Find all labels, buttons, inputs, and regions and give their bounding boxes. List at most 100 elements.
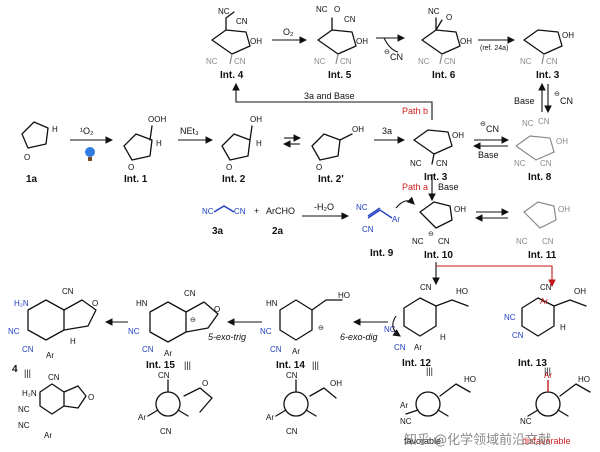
svg-text:CN: CN bbox=[234, 57, 246, 66]
label-2a: 2a bbox=[272, 226, 284, 237]
svg-text:CN: CN bbox=[420, 283, 432, 292]
svg-text:CN: CN bbox=[234, 207, 246, 216]
molecule-int2-prime: O OH bbox=[311, 125, 364, 172]
svg-text:CN: CN bbox=[158, 371, 170, 380]
svg-text:⊖: ⊖ bbox=[554, 91, 560, 98]
svg-text:|||: ||| bbox=[426, 366, 433, 376]
molecule-int2: O OH H bbox=[221, 115, 262, 172]
label-int15: Int. 15 bbox=[146, 360, 175, 371]
svg-text:Ar: Ar bbox=[46, 351, 54, 360]
svg-text:CN: CN bbox=[286, 371, 298, 380]
label-int8: Int. 8 bbox=[528, 172, 552, 183]
label-int2: Int. 2 bbox=[222, 174, 246, 185]
svg-text:HO: HO bbox=[338, 291, 350, 300]
cyclization-5-exo-trig: 5-exo-trig bbox=[208, 332, 246, 342]
svg-text:CN: CN bbox=[444, 57, 456, 66]
svg-text:CN: CN bbox=[394, 343, 406, 352]
label-int3-top: Int. 3 bbox=[536, 70, 560, 81]
label-int4: Int. 4 bbox=[220, 70, 244, 81]
svg-text:H: H bbox=[70, 337, 76, 346]
svg-text:CN: CN bbox=[560, 96, 573, 106]
molecule-4: H₂N CN NC CN Ar H O bbox=[8, 287, 98, 360]
svg-text:HN: HN bbox=[136, 299, 148, 308]
svg-text:NC: NC bbox=[412, 237, 424, 246]
svg-text:CN: CN bbox=[142, 345, 154, 354]
svg-text:H: H bbox=[440, 333, 446, 342]
newman-int14: CN Ar CN OH bbox=[266, 371, 342, 436]
reagent-3a-base: 3a and Base bbox=[304, 91, 355, 101]
path-a-label: Path a bbox=[402, 182, 428, 192]
newman-int13: Ar NC HO bbox=[520, 371, 591, 426]
cyclization-6-exo-dig: 6-exo-dig bbox=[340, 332, 378, 342]
svg-text:NC: NC bbox=[202, 207, 214, 216]
molecule-int12: CN HO NC CN Ar H bbox=[384, 283, 469, 352]
svg-text:NC: NC bbox=[218, 7, 230, 16]
svg-text:⊖: ⊖ bbox=[480, 121, 486, 128]
svg-text:|||: ||| bbox=[312, 360, 319, 370]
reagent-archo: ArCHO bbox=[266, 206, 295, 216]
label-int1: Int. 1 bbox=[124, 174, 148, 185]
svg-text:CN: CN bbox=[270, 345, 282, 354]
reagent-3a: 3a bbox=[382, 126, 392, 136]
reagent-o2: O₂ bbox=[283, 27, 294, 37]
svg-text:NC: NC bbox=[504, 313, 516, 322]
svg-text:OH: OH bbox=[574, 287, 586, 296]
svg-text:⊖: ⊖ bbox=[428, 231, 434, 238]
molecule-int1: O OOH H bbox=[123, 115, 166, 172]
svg-text:⊖: ⊖ bbox=[318, 325, 324, 332]
label-int9: Int. 9 bbox=[370, 248, 394, 259]
label-int14: Int. 14 bbox=[276, 360, 305, 371]
label-int5: Int. 5 bbox=[328, 70, 352, 81]
svg-text:O: O bbox=[24, 153, 30, 162]
label-1a: 1a bbox=[26, 174, 38, 185]
svg-text:NC: NC bbox=[514, 159, 526, 168]
molecule-int9: NC Ar CN bbox=[356, 203, 400, 234]
svg-text:CN: CN bbox=[486, 124, 499, 134]
svg-text:Ar: Ar bbox=[392, 215, 400, 224]
reagent-net3: NEt₃ bbox=[180, 126, 199, 136]
svg-text:NC: NC bbox=[8, 327, 20, 336]
svg-text:HO: HO bbox=[464, 375, 476, 384]
svg-text:HO: HO bbox=[578, 375, 590, 384]
svg-text:O: O bbox=[214, 305, 220, 314]
svg-text:Ar: Ar bbox=[138, 413, 146, 422]
svg-text:|||: ||| bbox=[544, 366, 551, 376]
svg-text:CN: CN bbox=[542, 237, 554, 246]
plus-sign: + bbox=[254, 206, 259, 216]
svg-text:CN: CN bbox=[62, 287, 74, 296]
label-int12: Int. 12 bbox=[402, 358, 431, 369]
svg-text:NC: NC bbox=[356, 203, 368, 212]
lightbulb-icon bbox=[85, 147, 95, 161]
svg-text:|||: ||| bbox=[184, 360, 191, 370]
conformer-favorable: favorable bbox=[404, 436, 441, 446]
label-int3: Int. 3 bbox=[424, 172, 448, 183]
label-3a: 3a bbox=[212, 226, 224, 237]
svg-text:CN: CN bbox=[344, 15, 356, 24]
svg-text:NC: NC bbox=[418, 57, 430, 66]
molecule-3a: NC CN bbox=[202, 205, 246, 216]
svg-text:CN: CN bbox=[286, 427, 298, 436]
svg-text:O: O bbox=[446, 13, 452, 22]
label-int2-prime: Int. 2' bbox=[318, 174, 344, 185]
svg-text:CN: CN bbox=[546, 57, 558, 66]
svg-text:CN: CN bbox=[436, 159, 448, 168]
molecule-4-flat: CN H₂N O NC NC Ar bbox=[18, 373, 94, 440]
molecule-int13: CN OH NC CN Ar H bbox=[504, 283, 587, 340]
reagent-base-eq: Base bbox=[478, 150, 499, 160]
svg-text:NC: NC bbox=[314, 57, 326, 66]
svg-text:OH: OH bbox=[352, 125, 364, 134]
svg-text:CN: CN bbox=[538, 117, 550, 126]
label-int10: Int. 10 bbox=[424, 250, 453, 261]
svg-text:OOH: OOH bbox=[148, 115, 166, 124]
svg-text:HO: HO bbox=[456, 287, 468, 296]
svg-text:|||: ||| bbox=[24, 368, 31, 378]
svg-text:Ar: Ar bbox=[540, 297, 548, 306]
svg-text:Ar: Ar bbox=[292, 347, 300, 356]
molecule-1a: O H bbox=[21, 121, 58, 162]
svg-text:H: H bbox=[156, 139, 162, 148]
svg-text:O: O bbox=[88, 393, 94, 402]
label-int13: Int. 13 bbox=[518, 358, 547, 369]
